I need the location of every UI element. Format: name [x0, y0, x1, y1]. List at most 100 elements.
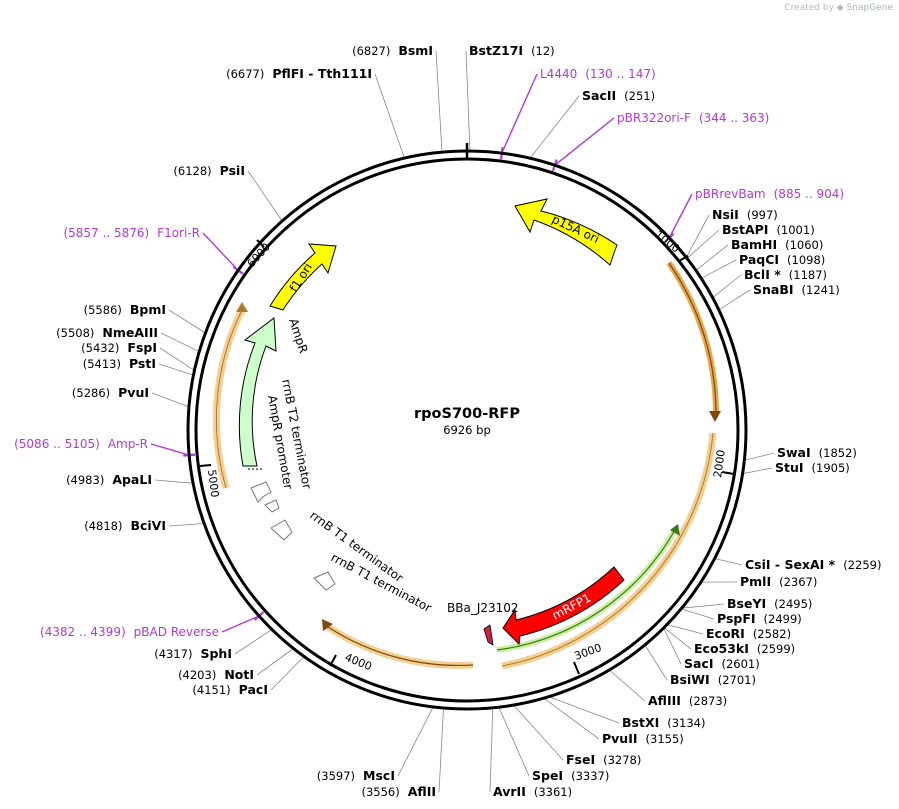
enzyme-saci-leader [663, 627, 682, 665]
enzyme-bstxi-label[interactable]: BstXI(3134) [622, 715, 705, 730]
enzyme-nsii-leader [685, 214, 710, 258]
enzyme-snabi-label[interactable]: SnaBI (1241) [753, 282, 840, 297]
watermark-brand: SnapGene [846, 3, 893, 13]
tick-1000-label: 1000 [652, 228, 682, 255]
enzyme-afliii-leader [609, 669, 646, 702]
enzyme-bsmi-label[interactable]: (6827)BsmI [352, 43, 433, 58]
site-name: L4440 [540, 67, 577, 81]
tick-5000-label: 5000 [205, 469, 221, 498]
enzyme-fspi-label[interactable]: (5432)FspI [81, 340, 157, 355]
site-name: SacI [684, 656, 714, 671]
enzyme-swai-label[interactable]: SwaI(1852) [777, 445, 857, 460]
site-position: (4818) [84, 519, 122, 533]
enzyme-pmli-label[interactable]: PmlI(2367) [740, 574, 817, 589]
enzyme-bsmi-leader [435, 50, 443, 153]
enzyme-stui-label[interactable]: StuI(1905) [775, 460, 850, 475]
plasmid-name: rpoS700-RFP [414, 406, 520, 422]
enzyme-avrii-label[interactable]: AvrII(3361) [493, 784, 572, 799]
enzyme-psii-label[interactable]: (6128)PsiI [173, 163, 245, 178]
orf-arc-3-head [322, 619, 333, 631]
enzyme-bpmi-label[interactable]: (5586)BpmI [84, 302, 166, 317]
site-name: SphI [200, 646, 232, 661]
site-name: PvuII [602, 731, 638, 746]
site-position: (5286) [72, 386, 110, 400]
site-name: PstI [129, 356, 156, 371]
site-position: (2701) [718, 673, 756, 687]
enzyme-noti-label[interactable]: (4203) NotI [178, 667, 254, 682]
site-position: (3597) [317, 769, 355, 783]
primer-amp-r-label[interactable]: (5086 .. 5105)Amp-R [14, 437, 148, 451]
enzyme-pspfi-leader [680, 608, 715, 620]
enzyme-sphi-label[interactable]: (4317)SphI [154, 646, 232, 661]
site-position: (4203) [178, 668, 216, 682]
enzyme-pvui-label[interactable]: (5286)PvuI [72, 385, 149, 400]
ampr-promoter-arrow [250, 481, 272, 503]
enzyme-bcli-label[interactable]: BclI *(1187) [744, 267, 827, 282]
site-name: PflFI - Tth111I [272, 66, 372, 81]
tick-3000: 3000 [573, 641, 603, 675]
site-name: BpmI [130, 302, 166, 317]
enzyme-psti-leader [158, 363, 194, 376]
site-name: NotI [224, 667, 254, 682]
enzyme-bstapi-label[interactable]: BstAPI(1001) [722, 222, 815, 237]
primer-pbrrevbam-label[interactable]: pBRrevBam(885 .. 904) [695, 187, 844, 201]
enzyme-pvuii-label[interactable]: PvuII (3155) [602, 731, 684, 746]
enzyme-afliii-label[interactable]: AflIII(2873) [648, 693, 727, 708]
site-name: NmeAIII [102, 325, 158, 340]
site-position: (2499) [764, 612, 802, 626]
enzyme-apali-label[interactable]: (4983)ApaLI [66, 472, 152, 487]
ampr-feature [238, 317, 277, 467]
enzyme-bcli-leader [712, 274, 742, 299]
site-name: StuI [775, 460, 804, 475]
enzyme-bcivi-label[interactable]: (4818)BciVI [84, 518, 166, 533]
enzyme-fsei-label[interactable]: FseI(3278) [566, 752, 641, 767]
site-name: ApaLI [112, 472, 152, 487]
orf-arc-3-core [324, 624, 474, 667]
enzyme-aflii-label[interactable]: (3556) AflII [362, 784, 437, 799]
watermark-prefix: Created by [784, 3, 834, 13]
enzyme-psti-label[interactable]: (5413)PstI [83, 356, 156, 371]
enzyme-pflfi-label[interactable]: (6677) PflFI - Tth111I [226, 66, 372, 81]
orf-arc-4-head [236, 302, 248, 312]
site-position: (6677) [226, 67, 264, 81]
enzyme-eco53ki-label[interactable]: Eco53kI(2599) [694, 641, 795, 656]
enzyme-bseyi-leader [681, 603, 725, 609]
site-name: AflII [408, 784, 436, 799]
enzyme-paci-label[interactable]: (4151)PacI [192, 682, 268, 697]
plasmid-size: 6926 bp [443, 423, 491, 437]
primer-pbr322ori-label[interactable]: pBR322ori-F(344 .. 363) [617, 111, 769, 125]
tick-4000-label: 4000 [343, 651, 374, 674]
enzyme-bamhi-label[interactable]: BamHI(1060) [731, 237, 823, 252]
enzyme-bsiwi-leader [644, 644, 668, 681]
site-position: (3155) [646, 732, 684, 746]
enzyme-saci-label[interactable]: SacI(2601) [684, 656, 760, 671]
enzyme-bstz17i-label[interactable]: BstZ17I(12) [469, 43, 555, 58]
enzyme-nsii-label[interactable]: NsiI(997) [712, 207, 778, 222]
site-position: (5508) [56, 326, 94, 340]
enzyme-pspfi-label[interactable]: PspFI(2499) [717, 611, 802, 626]
primer-pbad-reverse-label[interactable]: (4382 .. 4399)pBAD Reverse [40, 625, 219, 639]
enzyme-bpmi-leader [168, 309, 206, 334]
enzyme-spei-leader [498, 707, 530, 777]
enzyme-csii-label[interactable]: CsiI - SexAI *(2259) [745, 557, 881, 572]
site-position: (1241) [802, 283, 840, 297]
enzyme-bsiwi-label[interactable]: BsiWI(2701) [670, 672, 756, 687]
primer-f1ori-r-label[interactable]: (5857 .. 5876)F1ori-R [63, 226, 200, 240]
enzyme-ecori-label[interactable]: EcoRI(2582) [706, 626, 791, 641]
rrnb-t1-arrow-a [270, 519, 293, 541]
enzyme-paqci-label[interactable]: PaqCI(1098) [739, 252, 825, 267]
enzyme-aflii-leader [438, 707, 444, 793]
enzyme-sacii-label[interactable]: SacII(251) [582, 88, 655, 103]
enzyme-nmeaiii-label[interactable]: (5508) NmeAIII [56, 325, 158, 340]
site-name: SnaBI [753, 282, 794, 297]
primer-l4440-label[interactable]: L4440(130 .. 147) [540, 67, 656, 81]
site-position: (4382 .. 4399) [40, 625, 126, 639]
enzyme-spei-label[interactable]: SpeI(3337) [532, 768, 609, 783]
enzyme-bseyi-label[interactable]: BseYI(2495) [727, 596, 812, 611]
site-position: (3278) [603, 753, 641, 767]
site-position: (3556) [362, 785, 400, 799]
primer-f1ori-r-leader [202, 232, 239, 271]
site-position: (3361) [534, 785, 572, 799]
enzyme-mscl-label[interactable]: (3597)MscI [317, 768, 395, 783]
site-name: SacII [582, 88, 616, 103]
